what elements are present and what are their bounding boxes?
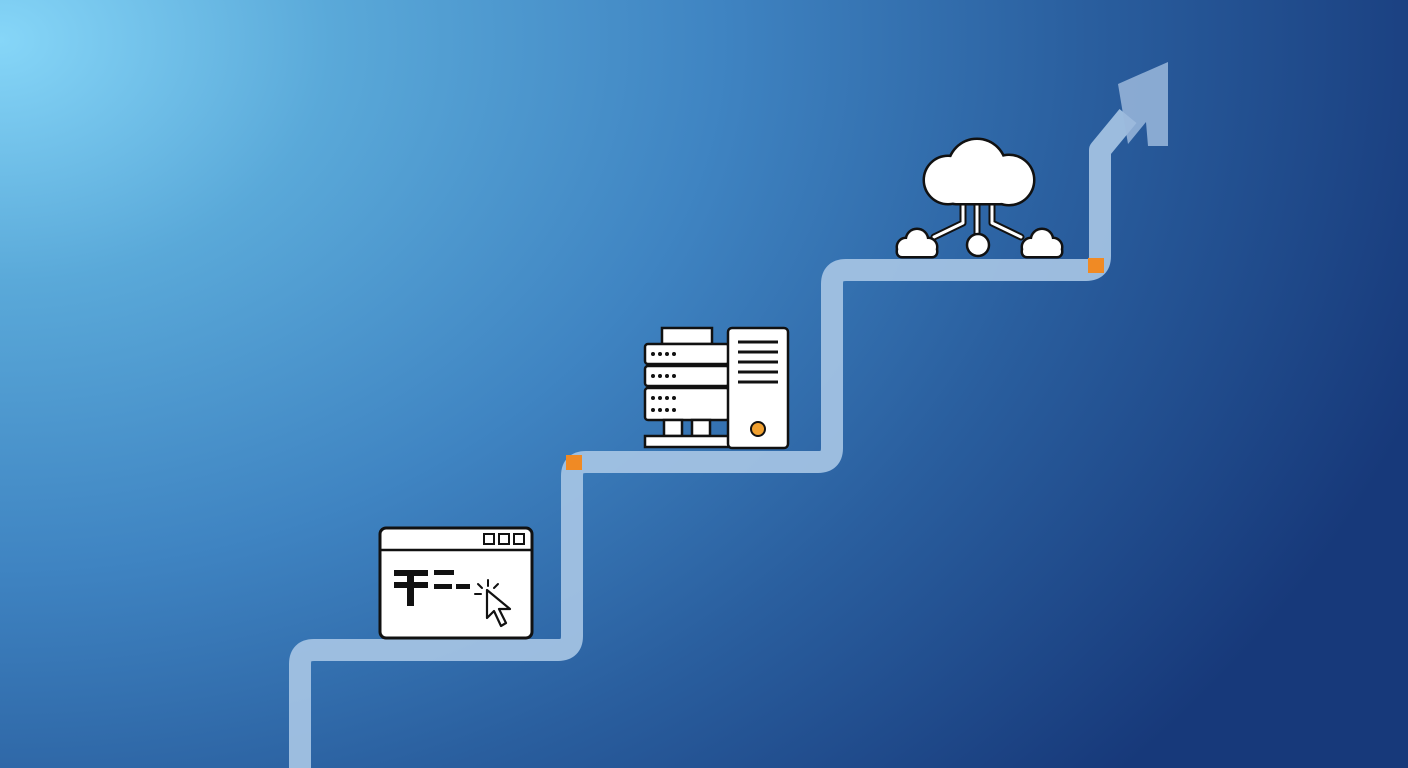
step-marker xyxy=(566,455,582,470)
cloud-network-icon xyxy=(895,137,1064,259)
staircase-path xyxy=(289,109,1137,768)
browser-window-cursor-icon xyxy=(378,526,534,640)
server-rack-tower-icon xyxy=(643,326,790,450)
growth-arrow-head xyxy=(1118,62,1168,146)
step-marker xyxy=(1088,258,1104,273)
